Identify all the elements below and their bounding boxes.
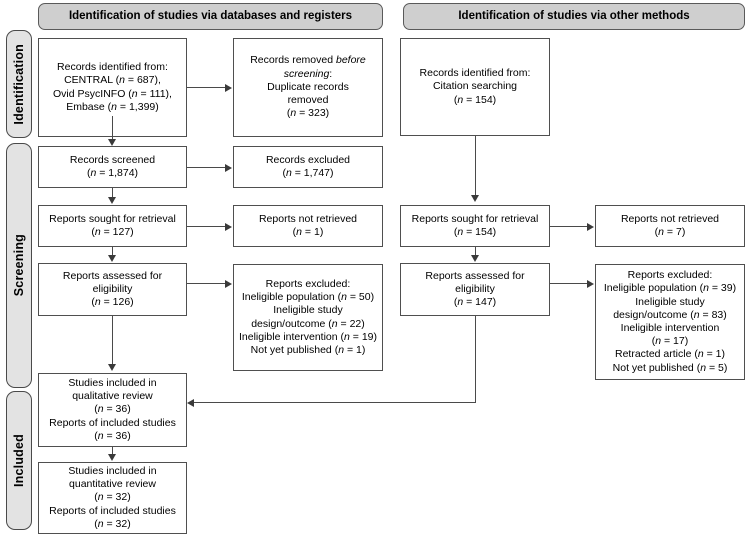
box-reports-assessed-eligibility-other: Reports assessed for eligibility (n = 14…: [400, 263, 550, 316]
box-records-identified-databases: Records identified from: CENTRAL (n = 68…: [38, 38, 187, 137]
connector-identified-to-removed: [187, 87, 226, 89]
box-studies-included-quantitative: Studies included in quantitative review …: [38, 462, 187, 534]
box-studies-included-qualitative: Studies included in qualitative review (…: [38, 373, 187, 447]
connector-sought-to-not-retrieved: [187, 226, 226, 228]
stage-label-screening-text: Screening: [12, 234, 26, 297]
box-reports-excluded-other: Reports excluded: Ineligible population …: [595, 264, 745, 380]
connector-assessed-to-qualitative: [112, 316, 114, 365]
connector-sought-to-assessed: [112, 247, 114, 256]
arrowhead-sought-to-not-retrieved-other: [587, 222, 594, 231]
arrowhead-assessed-to-excluded: [225, 279, 232, 288]
stage-label-identification: Identification: [6, 30, 32, 138]
box-reports-not-retrieved-databases-text: Reports not retrieved (n = 1): [258, 212, 358, 238]
box-reports-assessed-eligibility-databases-text: Reports assessed for eligibility (n = 12…: [62, 269, 163, 309]
box-studies-included-quantitative-text: Studies included in quantitative review …: [49, 464, 176, 530]
connector-qualitative-to-quantitative: [112, 447, 114, 455]
arrowhead-identified-to-screened: [108, 139, 116, 146]
connector-other-assessed-down: [475, 316, 477, 403]
stage-label-screening: Screening: [6, 143, 32, 388]
arrowhead-sought-to-not-retrieved: [225, 222, 232, 231]
box-reports-assessed-eligibility-databases: Reports assessed for eligibility (n = 12…: [38, 263, 187, 316]
box-reports-excluded-databases-text: Reports excluded: Ineligible population …: [238, 277, 378, 356]
box-records-identified-citation: Records identified from: Citation search…: [400, 38, 550, 136]
stage-label-included: Included: [6, 391, 32, 530]
connector-screened-to-excluded: [187, 167, 226, 169]
connector-sought-to-assessed-other: [475, 247, 477, 256]
box-records-identified-databases-text: Records identified from: CENTRAL (n = 68…: [53, 61, 172, 113]
box-reports-sought-retrieval-other: Reports sought for retrieval (n = 154): [400, 205, 550, 247]
box-records-screened-text: Records screened (n = 1,874): [69, 153, 156, 179]
box-reports-excluded-databases: Reports excluded: Ineligible population …: [233, 264, 383, 371]
box-reports-sought-retrieval-other-text: Reports sought for retrieval (n = 154): [411, 212, 539, 238]
box-reports-sought-retrieval-databases: Reports sought for retrieval (n = 127): [38, 205, 187, 247]
connector-citation-to-sought: [475, 136, 477, 196]
stage-label-identification-text: Identification: [12, 43, 26, 125]
header-databases-registers: Identification of studies via databases …: [38, 3, 383, 30]
box-records-removed-before-screening: Records removed before screening: Duplic…: [233, 38, 383, 137]
connector-assessed-to-excluded: [187, 283, 226, 285]
box-reports-excluded-other-text: Reports excluded: Ineligible population …: [603, 269, 737, 374]
box-reports-not-retrieved-other-text: Reports not retrieved (n = 7): [620, 212, 720, 238]
header-databases-registers-text: Identification of studies via databases …: [68, 9, 353, 22]
arrowhead-assessed-to-qualitative: [108, 364, 116, 371]
arrowhead-screened-to-sought: [108, 197, 116, 204]
arrowhead-identified-to-removed: [225, 83, 232, 92]
box-reports-sought-retrieval-databases-text: Reports sought for retrieval (n = 127): [49, 212, 176, 238]
connector-identified-to-screened: [112, 116, 114, 140]
connector-assessed-to-excluded-other: [550, 283, 588, 285]
arrowhead-sought-to-assessed-other: [471, 255, 479, 262]
connector-screened-to-sought: [112, 188, 114, 198]
box-records-identified-citation-text: Records identified from: Citation search…: [419, 67, 531, 106]
box-records-excluded-text: Records excluded (n = 1,747): [265, 153, 351, 179]
box-reports-not-retrieved-other: Reports not retrieved (n = 7): [595, 205, 745, 247]
box-studies-included-qualitative-text: Studies included in qualitative review (…: [49, 376, 176, 442]
arrowhead-sought-to-assessed: [108, 255, 116, 262]
arrowhead-assessed-to-excluded-other: [587, 279, 594, 288]
box-reports-assessed-eligibility-other-text: Reports assessed for eligibility (n = 14…: [425, 269, 525, 309]
box-records-screened: Records screened (n = 1,874): [38, 146, 187, 188]
header-other-methods: Identification of studies via other meth…: [403, 3, 745, 30]
box-records-excluded: Records excluded (n = 1,747): [233, 146, 383, 188]
arrowhead-screened-to-excluded: [225, 163, 232, 172]
arrowhead-citation-to-sought: [471, 195, 479, 202]
connector-sought-to-not-retrieved-other: [550, 226, 588, 228]
stage-label-included-text: Included: [12, 434, 26, 487]
arrowhead-other-assessed-to-qualitative: [187, 398, 194, 407]
box-reports-not-retrieved-databases: Reports not retrieved (n = 1): [233, 205, 383, 247]
header-other-methods-text: Identification of studies via other meth…: [458, 9, 690, 22]
box-records-removed-before-screening-text: Records removed before screening: Duplic…: [250, 54, 366, 120]
arrowhead-qualitative-to-quantitative: [108, 454, 116, 461]
connector-other-assessed-to-qualitative: [194, 402, 476, 404]
